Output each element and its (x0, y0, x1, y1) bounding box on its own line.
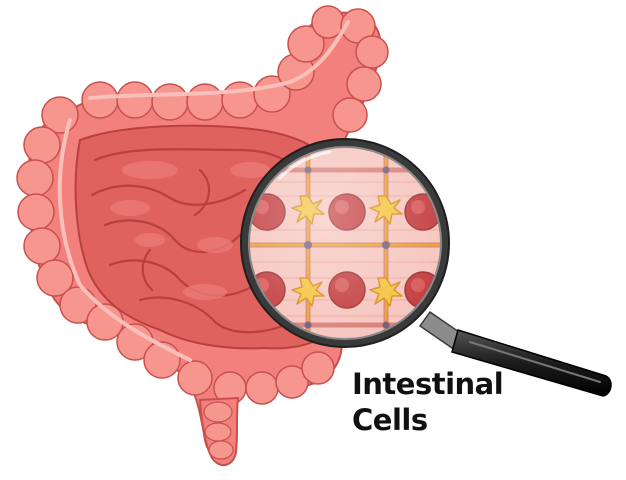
caption: Intestinal Cells (352, 366, 504, 438)
magnifying-glass-icon (240, 138, 612, 397)
caption-line-1: Intestinal (352, 367, 504, 401)
magnifier-handle (418, 310, 612, 397)
caption-line-2: Cells (352, 403, 428, 437)
